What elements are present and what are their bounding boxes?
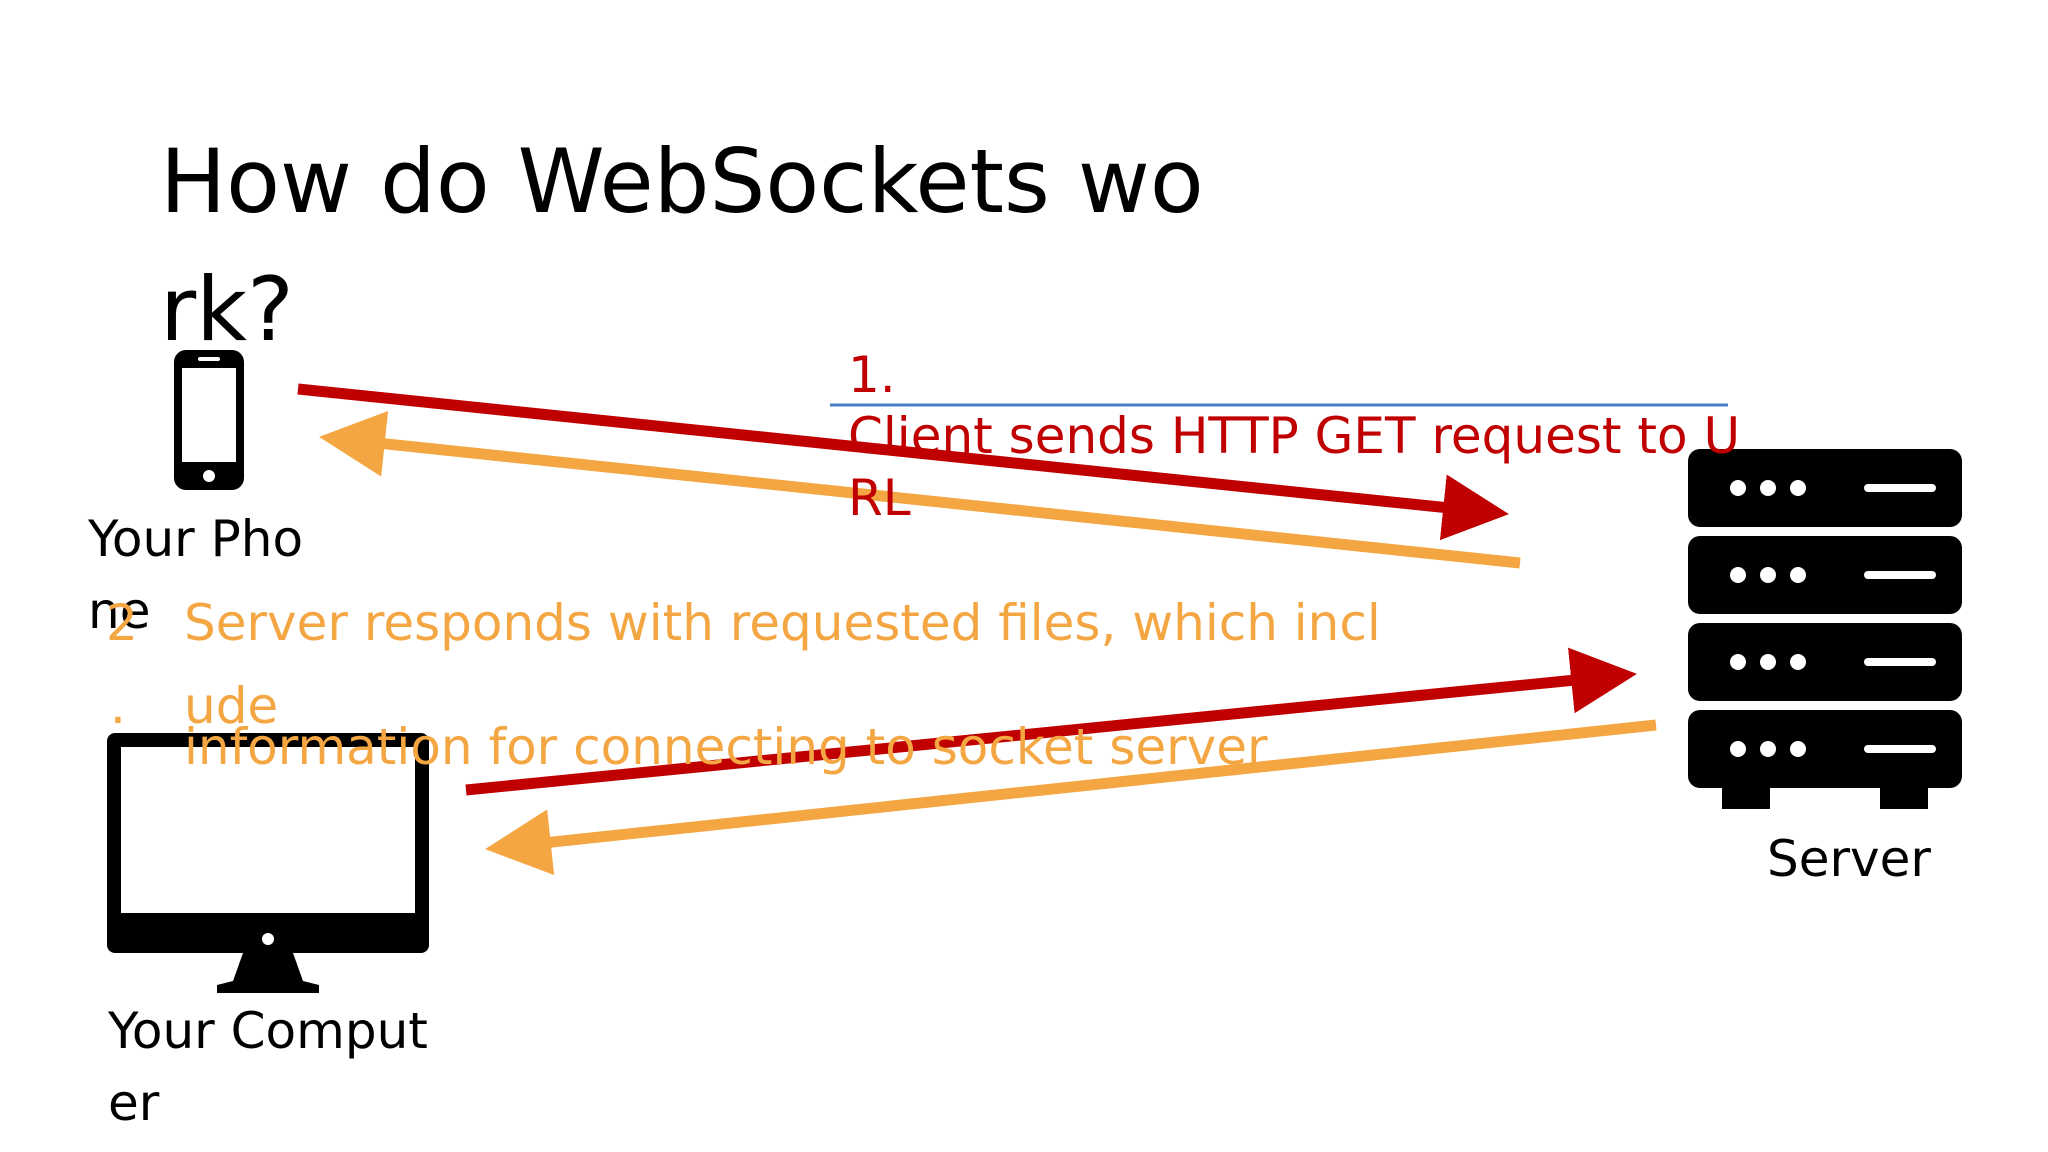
computer-label-line2: er bbox=[108, 1074, 160, 1132]
computer-label-line1: Your Comput bbox=[108, 1002, 428, 1060]
computer-request-arrow bbox=[465, 647, 1637, 796]
phone-response-arrow bbox=[319, 410, 1521, 569]
step2-number: 2 bbox=[106, 594, 138, 652]
slide-title-line2: rk? bbox=[160, 258, 294, 361]
computer-response-arrow bbox=[485, 719, 1657, 876]
phone-label-line1: Your Pho bbox=[88, 510, 304, 568]
server-label: Server bbox=[1767, 830, 1931, 888]
step1-text-line1: Client sends HTTP GET request to U bbox=[848, 407, 1741, 465]
step2-text-line1: Server responds with requested files, wh… bbox=[184, 594, 1381, 652]
computer-label: Your Comput er bbox=[108, 995, 428, 1139]
smartphone-icon bbox=[174, 350, 244, 490]
slide-title: How do WebSockets wo rk? bbox=[160, 118, 1204, 374]
step2-text-line2: ude bbox=[184, 677, 279, 735]
phone-label: Your Pho ne bbox=[88, 503, 303, 647]
step1-text-line2: RL bbox=[848, 469, 911, 527]
step1-number: 1. bbox=[848, 346, 896, 404]
step2-number-dot: . bbox=[110, 677, 126, 735]
step2-text-line3: information for connecting to socket ser… bbox=[184, 718, 1268, 776]
slide-title-line1: How do WebSockets wo bbox=[160, 130, 1204, 233]
phone-request-arrow bbox=[297, 383, 1509, 541]
desktop-monitor-icon bbox=[107, 733, 429, 993]
server-rack-icon bbox=[1688, 449, 1962, 809]
phone-label-line2: ne bbox=[88, 582, 151, 640]
